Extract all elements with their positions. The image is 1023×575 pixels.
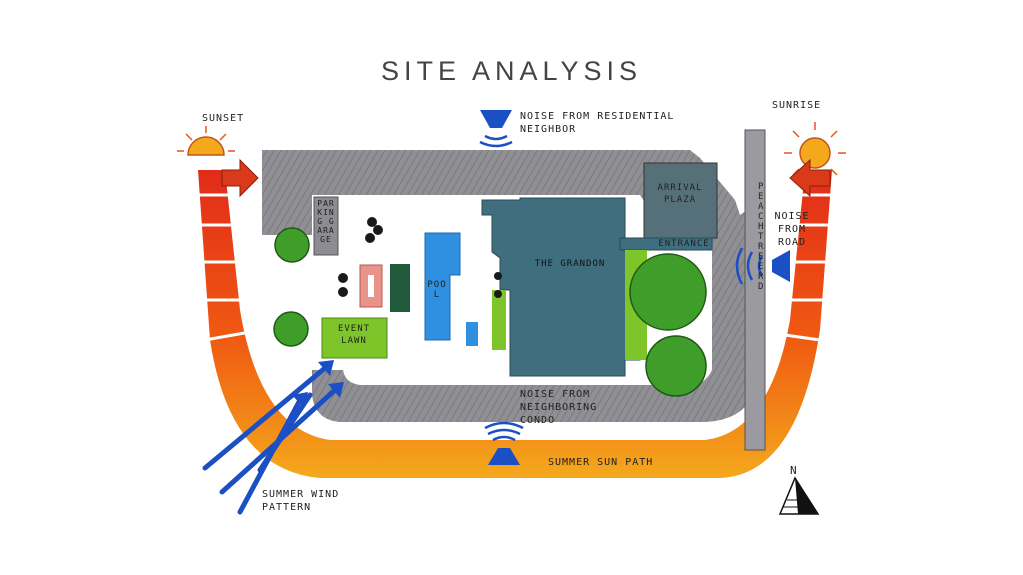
entrance-strip [619,237,713,251]
noise-road-icon [735,247,790,285]
event-lawn-label: EVENT LAWN [337,324,371,346]
page-title: SITE ANALYSIS [380,56,643,86]
summer-sun-path-label: SUMMER SUN PATH [548,457,654,468]
event-lawn [321,317,388,359]
noise-condo-label: NOISE FROM NEIGHBORING CONDO [520,389,598,426]
noise-road-label: NOISE FROM ROAD [774,211,810,248]
wind-arrowheads [292,360,344,408]
sunset-label: SUNSET [202,113,245,124]
sun-path-band [198,170,832,478]
the-grandon-building [481,197,641,377]
north-arrow-icon [778,476,820,515]
sunrise-label: SUNRISE [772,100,822,111]
north-label: N [790,464,798,477]
noise-residential-icon [479,110,513,148]
arrival-plaza [643,162,718,239]
pool-label: POOL [427,280,447,300]
summer-wind-label: SUMMER WIND PATTERN [262,489,340,513]
parking-garage [313,196,339,256]
arrival-plaza-label: ARRIVAL PLAZA [657,183,703,205]
sunrise-arrow [789,158,831,198]
the-grandon-label: THE GRANDON [534,259,606,269]
peachtree-road [744,129,766,451]
peachtree-road-label: PEACHTREE RD [758,182,765,292]
sunset-sun-icon [177,126,235,156]
garden-block [390,264,410,312]
sunset-arrow [221,158,259,198]
small-pool [466,322,478,346]
trees [273,227,707,397]
shrubs [338,217,502,298]
noise-residential-label: NOISE FROM RESIDENTIAL NEIGHBOR [520,111,675,135]
summer-wind-arrows [202,365,338,515]
sun-path-segments [192,193,835,342]
entrance-label: ENTRANCE [658,239,710,249]
parking-garage-label: PARKING GARAGE [317,199,335,244]
pool [424,232,461,341]
noise-condo-icon [484,421,524,465]
green-strip [492,290,506,350]
